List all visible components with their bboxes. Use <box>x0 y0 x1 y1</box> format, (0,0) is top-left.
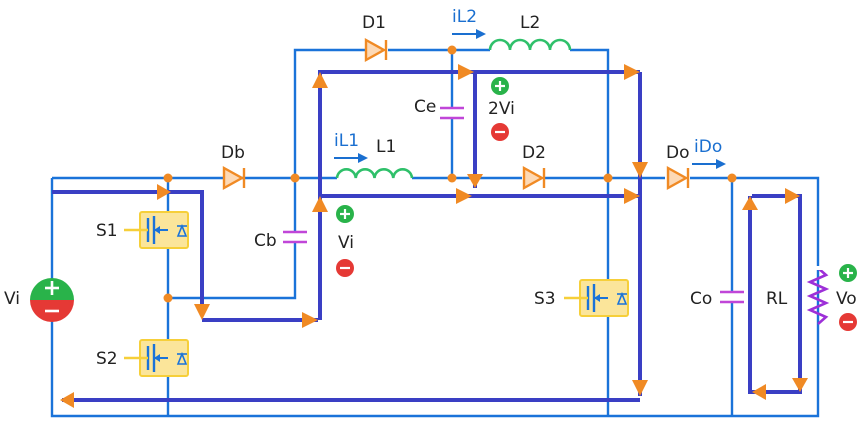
labels: D1 L2 iL2 Ce 2Vi Db iL1 L1 D2 Do iDo S1 … <box>4 7 857 369</box>
diode-d2 <box>522 165 546 191</box>
diode-do <box>666 165 690 191</box>
label-l2: L2 <box>520 13 540 33</box>
label-d2: D2 <box>522 143 546 163</box>
plus-icon <box>839 264 857 282</box>
mosfet-s3 <box>564 279 629 317</box>
flow-arrows <box>60 64 808 408</box>
label-cb: Cb <box>254 231 277 251</box>
minus-icon <box>839 313 857 331</box>
label-2vi: 2Vi <box>488 99 515 119</box>
label-db: Db <box>221 143 245 163</box>
label-vo: Vo <box>836 289 857 309</box>
label-rl: RL <box>766 289 788 309</box>
capacitor-ce <box>440 106 464 120</box>
label-il1: iL1 <box>334 131 359 151</box>
label-s3: S3 <box>534 289 556 309</box>
label-l1: L1 <box>376 137 396 157</box>
label-vi-mid: Vi <box>338 233 354 253</box>
capacitor-co <box>720 290 744 304</box>
inductor-l1 <box>335 167 414 179</box>
plus-icon <box>491 77 509 95</box>
label-vi-source: Vi <box>4 289 20 309</box>
label-s2: S2 <box>96 349 118 369</box>
minus-icon <box>491 123 509 141</box>
label-il2: iL2 <box>452 7 477 27</box>
label-s1: S1 <box>96 221 118 241</box>
voltage-source <box>30 278 74 322</box>
capacitor-cb <box>283 230 307 244</box>
mosfet-s1 <box>124 211 189 249</box>
minus-icon <box>336 259 354 277</box>
label-co: Co <box>690 289 712 309</box>
mosfet-s2 <box>124 339 189 377</box>
label-do: Do <box>666 143 690 163</box>
diode-d1 <box>364 37 388 63</box>
label-ce: Ce <box>414 97 436 117</box>
resistor-rl <box>806 267 830 325</box>
label-ido: iDo <box>694 137 722 157</box>
junction-dots <box>163 45 737 303</box>
label-d1: D1 <box>362 13 386 33</box>
plus-icon <box>336 205 354 223</box>
inductor-l2 <box>488 38 572 51</box>
diode-db <box>222 165 246 191</box>
